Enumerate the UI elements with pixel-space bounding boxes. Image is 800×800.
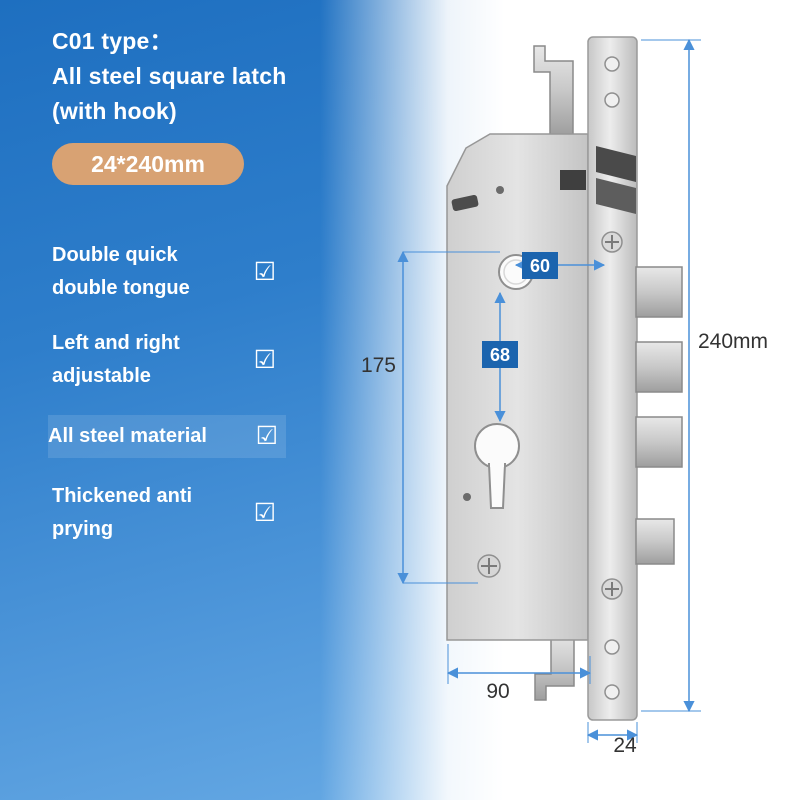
dim-60-box: [522, 252, 558, 279]
feature-line: Thickened anti: [52, 485, 193, 507]
dim-60-label: 60: [530, 256, 550, 276]
dim-24-label: 24: [613, 734, 637, 757]
faceplate-screw-bottom: [601, 578, 623, 600]
feature-line: Left and right: [52, 332, 180, 354]
deadbolts: [635, 266, 683, 468]
feature-item-all-steel: All steel material ☑: [48, 415, 286, 458]
dim-68-label: 68: [490, 345, 510, 365]
checked-checkbox-icon: ☑: [255, 422, 278, 450]
checked-checkbox-icon: ☑: [253, 257, 276, 286]
faceplate-hole: [604, 639, 620, 655]
pin-hole-bottom: [463, 493, 471, 501]
feature-line: All steel material: [48, 425, 207, 447]
feature-item-adjustable: Left and right adjustable ☑: [52, 327, 276, 393]
feature-line: double tongue: [52, 277, 190, 299]
adjust-slot: [451, 194, 479, 212]
hook-slot: [560, 170, 586, 190]
cylinder-hole: [474, 423, 520, 509]
faceplate: [587, 36, 638, 721]
faceplate-hole: [604, 684, 620, 700]
feature-text: Thickened anti prying: [52, 480, 192, 546]
faceplate-hole: [604, 92, 620, 108]
feature-item-anti-prying: Thickened anti prying ☑: [52, 480, 276, 546]
bottom-hook-bolt: [534, 631, 575, 701]
info-panel: C01 type： All steel square latch (with h…: [48, 24, 342, 568]
faceplate-hole: [604, 56, 620, 72]
faceplate-screw-top: [601, 231, 623, 253]
stamped-plate-bottom: [596, 178, 636, 214]
lock-body-plate: [446, 133, 589, 641]
latch-bolt: [635, 518, 675, 565]
dim-175-label: 175: [361, 354, 396, 377]
product-title-line2: All steel square latch: [52, 63, 287, 89]
size-badge: 24*240mm: [52, 143, 244, 185]
dim-90-label: 90: [486, 680, 509, 703]
dimension-lines: [397, 38, 701, 743]
feature-line: adjustable: [52, 365, 151, 387]
feature-text: Left and right adjustable: [52, 327, 180, 393]
top-hook-bolt: [533, 45, 574, 136]
checked-checkbox-icon: ☑: [253, 345, 276, 374]
feature-text: All steel material: [48, 420, 207, 453]
pin-hole-top: [496, 186, 504, 194]
product-title-line3: (with hook): [52, 98, 177, 124]
feature-text: Double quick double tongue: [52, 239, 190, 305]
feature-line: prying: [52, 518, 114, 540]
feature-line: Double quick: [52, 244, 178, 266]
stamped-plate-top: [596, 146, 636, 182]
dim-240mm-label: 240mm: [698, 330, 768, 353]
dim-68-box: [482, 341, 518, 368]
feature-item-double-tongue: Double quick double tongue ☑: [52, 239, 276, 305]
product-type-title: C01 type：: [52, 28, 173, 54]
feature-list: Double quick double tongue ☑ Left and ri…: [48, 239, 342, 546]
body-screw: [477, 554, 501, 578]
checked-checkbox-icon: ☑: [253, 498, 276, 527]
